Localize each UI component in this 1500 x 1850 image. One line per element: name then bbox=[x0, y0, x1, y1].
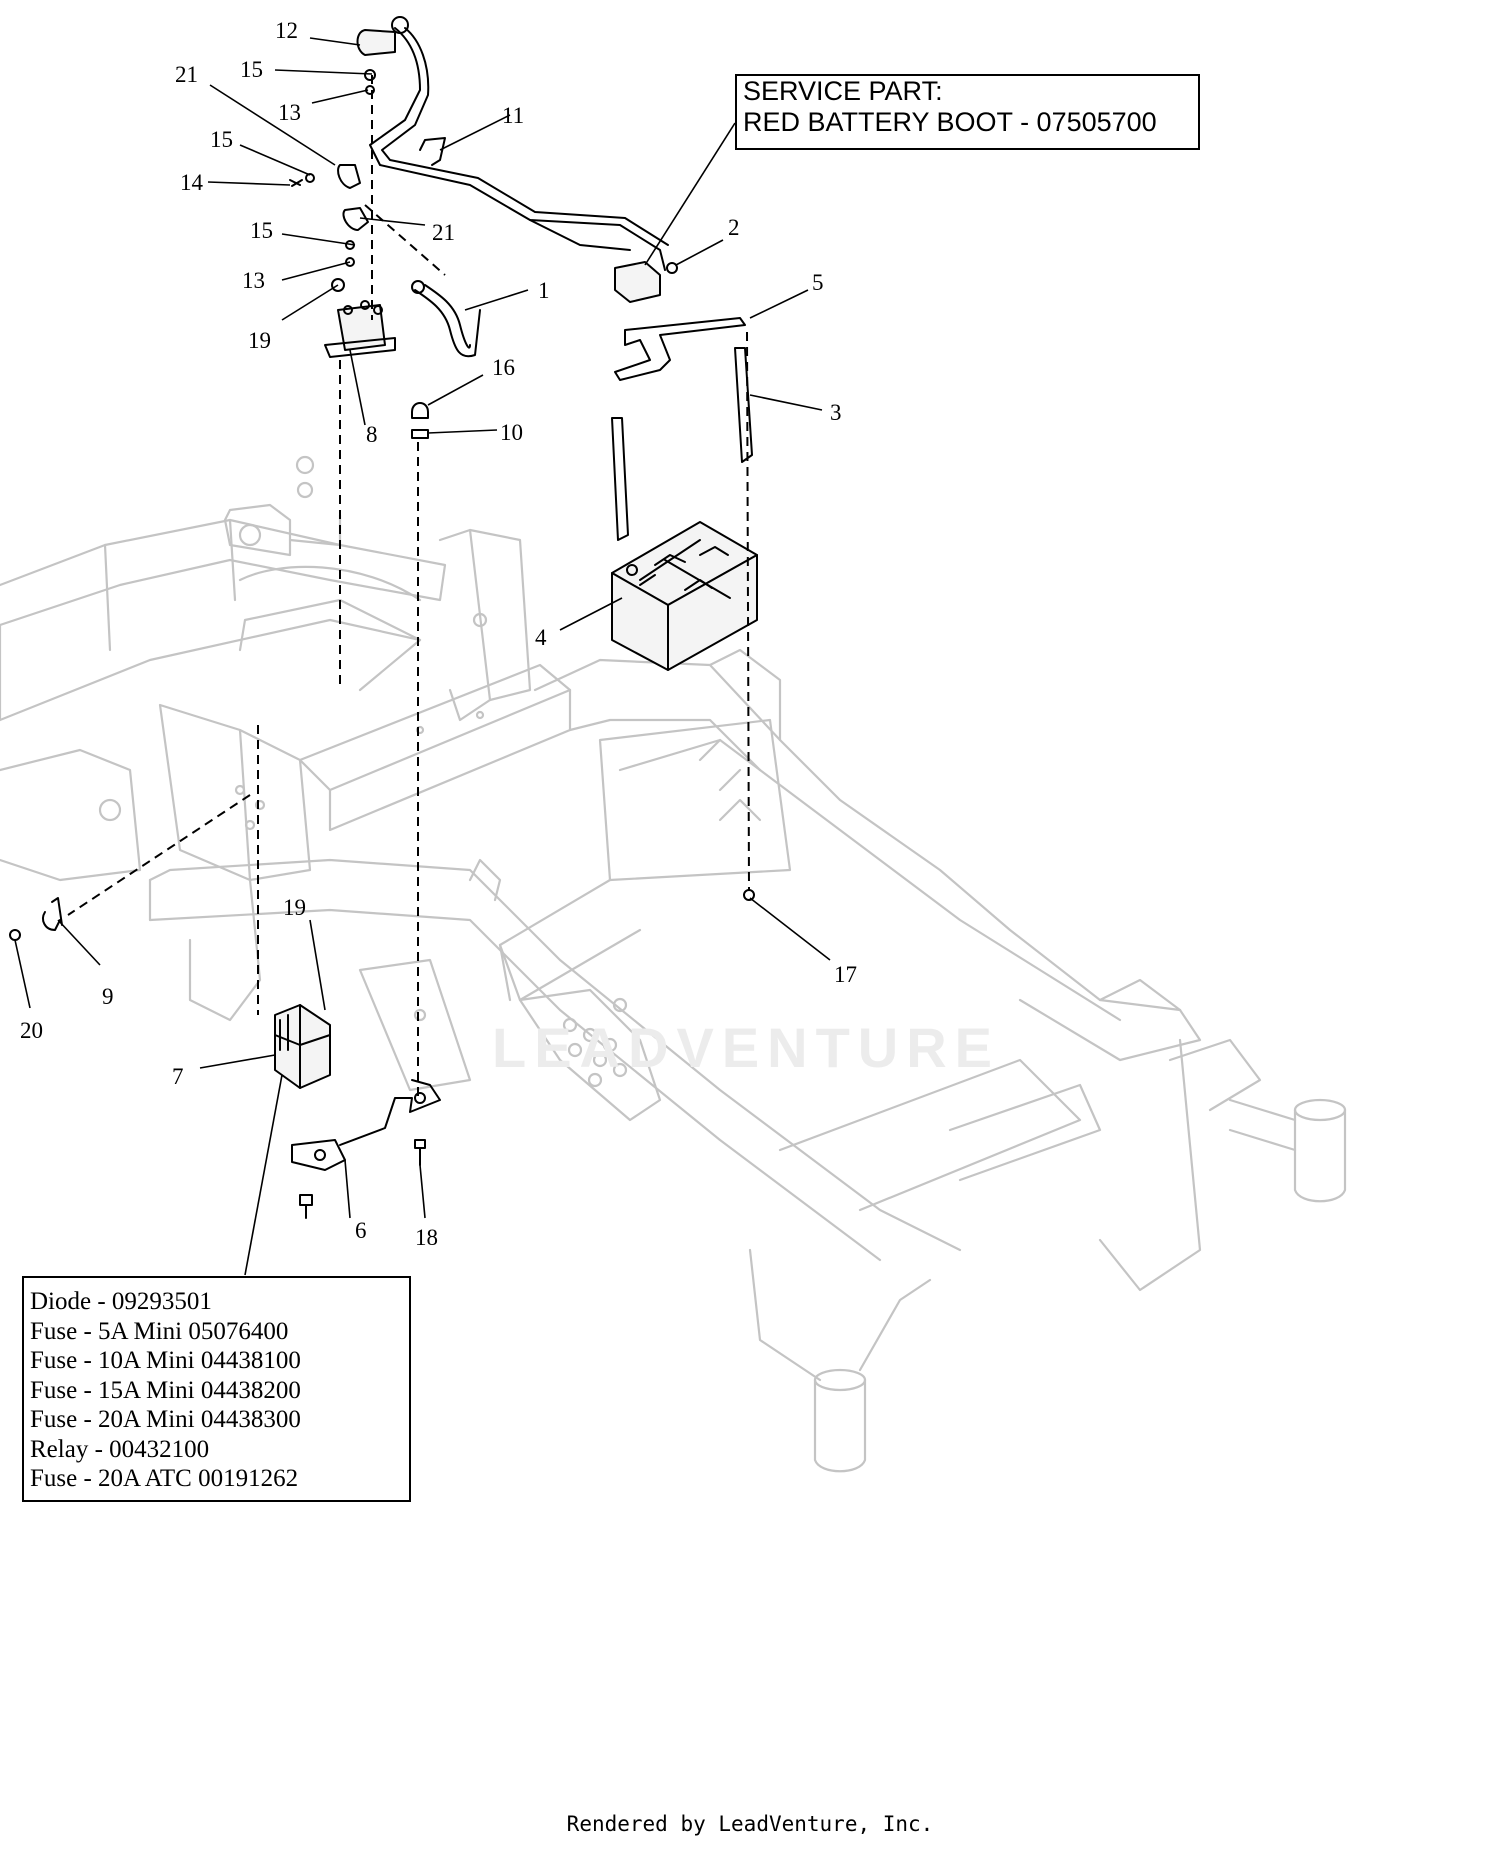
callout-19a: 19 bbox=[248, 328, 271, 353]
fuse-block bbox=[274, 1004, 331, 1089]
battery-boot bbox=[614, 261, 661, 303]
parts-list-item: Fuse - 20A Mini 04438300 bbox=[30, 1406, 301, 1433]
parts-list-item: Fuse - 10A Mini 04438100 bbox=[30, 1347, 301, 1374]
battery-hold-down-bracket bbox=[611, 317, 753, 541]
parts-list-item: Fuse - 15A Mini 04438200 bbox=[30, 1376, 301, 1404]
callout-3: 3 bbox=[830, 400, 842, 425]
terminal-boot-21 bbox=[337, 164, 369, 231]
footer-credit: Rendered by LeadVenture, Inc. bbox=[566, 1812, 934, 1836]
callout-18: 18 bbox=[415, 1225, 438, 1250]
callout-9: 9 bbox=[102, 984, 114, 1009]
callout-21b: 21 bbox=[432, 220, 455, 245]
callout-13b: 13 bbox=[242, 268, 265, 293]
watermark-text: LEADVENTURE bbox=[492, 1016, 1001, 1079]
callout-14: 14 bbox=[180, 170, 204, 195]
callout-10: 10 bbox=[500, 420, 523, 445]
callout-17: 17 bbox=[834, 962, 857, 987]
callout-6: 6 bbox=[355, 1218, 367, 1243]
callout-15b: 15 bbox=[210, 127, 233, 152]
service-note-line1: SERVICE PART: bbox=[743, 76, 943, 106]
parts-list-item: Diode - 09293501 bbox=[30, 1288, 212, 1315]
callout-4: 4 bbox=[535, 625, 547, 650]
callout-21a: 21 bbox=[175, 62, 198, 87]
fuse-block-parts-list: Diode - 09293501 Fuse - 5A Mini 05076400… bbox=[22, 1276, 411, 1502]
callout-1: 1 bbox=[538, 278, 550, 303]
callout-16: 16 bbox=[492, 355, 515, 380]
callout-19b: 19 bbox=[283, 895, 306, 920]
service-note-line2: RED BATTERY BOOT - 07505700 bbox=[743, 107, 1157, 137]
battery-cable-harness bbox=[356, 16, 669, 271]
callout-13a: 13 bbox=[278, 100, 301, 125]
parts-list-item: Relay - 00432100 bbox=[30, 1435, 210, 1463]
callout-15a: 15 bbox=[240, 57, 263, 82]
parts-list-item: Fuse - 5A Mini 05076400 bbox=[30, 1317, 289, 1345]
callout-5: 5 bbox=[812, 270, 824, 295]
leader-lines bbox=[14, 37, 831, 1276]
callout-2: 2 bbox=[728, 215, 740, 240]
callout-20: 20 bbox=[20, 1018, 43, 1043]
callout-numbers: 1 2 3 4 5 6 7 8 9 10 11 12 13 13 14 15 1… bbox=[20, 18, 857, 1250]
bolts-lower bbox=[299, 889, 755, 1219]
callout-12: 12 bbox=[275, 18, 298, 43]
assembly-lines bbox=[67, 75, 750, 1100]
wire-clip-9 bbox=[9, 897, 63, 941]
parts-list-item: Fuse - 20A ATC 00191262 bbox=[30, 1465, 299, 1492]
callout-7: 7 bbox=[172, 1064, 184, 1089]
battery-cable-1 bbox=[411, 280, 481, 358]
mower-frame bbox=[0, 455, 1347, 1473]
fuse-block-bracket bbox=[291, 1079, 441, 1171]
starter-solenoid bbox=[324, 300, 396, 358]
battery bbox=[611, 521, 758, 671]
service-part-note: SERVICE PART: RED BATTERY BOOT - 0750570… bbox=[735, 74, 1200, 150]
callout-11: 11 bbox=[502, 103, 524, 128]
callout-15c: 15 bbox=[250, 218, 273, 243]
hardware-small bbox=[289, 69, 678, 439]
callout-8: 8 bbox=[366, 422, 378, 447]
